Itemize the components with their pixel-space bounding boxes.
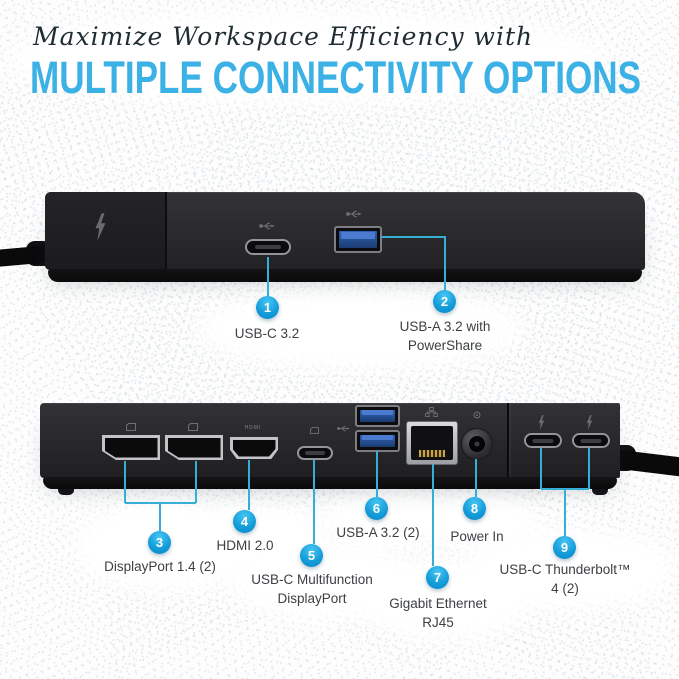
label-line: 4 (2) [551,581,579,596]
label-line: RJ45 [422,615,454,630]
label-line: USB-C Thunderbolt™ [499,562,631,577]
usb-a-port-tab [362,435,393,440]
hdmi-port [230,437,278,459]
usb-c-port-front [245,239,291,255]
usb-a-port-back-bottom [355,430,400,452]
label-line: DisplayPort 1.4 (2) [104,559,216,574]
usb-c-multifunction-port [297,446,333,460]
module-seam [507,403,509,478]
usb-icon [259,222,275,230]
callout-6-label: USB-A 3.2 (2) [336,523,419,542]
dock-foot [592,489,608,495]
displayport-icon [126,423,136,431]
background-halo [195,288,525,370]
callout-8-badge: 8 [463,497,486,520]
label-line: Power In [450,529,504,544]
thunderbolt-port-1 [524,433,562,448]
callout-9-label: USB-C Thunderbolt™ 4 (2) [499,560,630,598]
callout-1-badge: 1 [256,296,279,319]
displayport-port-1 [102,435,160,460]
callout-8-label: Power In [450,527,503,546]
thunderbolt-icon [95,213,106,241]
usb-a-port-front [334,226,382,253]
callout-7-label: Gigabit Ethernet RJ45 [389,594,487,632]
label-line: HDMI 2.0 [216,538,274,553]
displayport-icon [310,427,319,434]
callout-1-label: USB-C 3.2 [235,324,300,343]
callout-6-badge: 6 [365,497,388,520]
thunderbolt-icon [586,415,593,430]
thunderbolt-port-2 [572,433,610,448]
usb-icon [346,210,362,218]
callout-7-badge: 7 [426,566,449,589]
power-icon [473,411,481,419]
label-line: PowerShare [407,338,483,353]
callout-9-badge: 9 [553,536,576,559]
power-in-port [461,428,493,460]
background-halo [8,12,608,104]
callout-4-label: HDMI 2.0 [216,536,273,555]
label-line: Gigabit Ethernet [389,596,487,611]
ethernet-icon [425,407,438,417]
dock-foot [58,489,74,495]
callout-3-badge: 3 [148,531,171,554]
callout-2-label: USB-A 3.2 with PowerShare [400,317,491,355]
headline: MULTIPLE CONNECTIVITY OPTIONS [30,52,642,103]
usb-a-port-tab [362,410,393,415]
usb-a-port-back-top [355,405,400,427]
callout-5-badge: 5 [300,544,323,567]
displayport-icon [188,423,198,431]
usb-a-port-tab [341,232,375,239]
hdmi-marking: HDMI [244,425,262,431]
tagline: Maximize Workspace Efficiency with [33,22,534,51]
label-line: DisplayPort [277,591,347,606]
usb-icon [337,425,350,432]
displayport-port-2 [165,435,223,460]
callout-3-label: DisplayPort 1.4 (2) [104,557,216,576]
label-line: USB-A 3.2 with [399,319,491,334]
thunderbolt-icon [538,415,545,430]
thunderbolt-host-module [45,192,167,270]
ethernet-port [406,421,458,465]
callout-2-badge: 2 [433,290,456,313]
callout-5-label: USB-C Multifunction DisplayPort [251,570,373,608]
callout-4-badge: 4 [233,510,256,533]
label-line: USB-C 3.2 [234,326,300,341]
label-line: USB-C Multifunction [251,572,373,587]
label-line: USB-A 3.2 (2) [336,525,420,540]
